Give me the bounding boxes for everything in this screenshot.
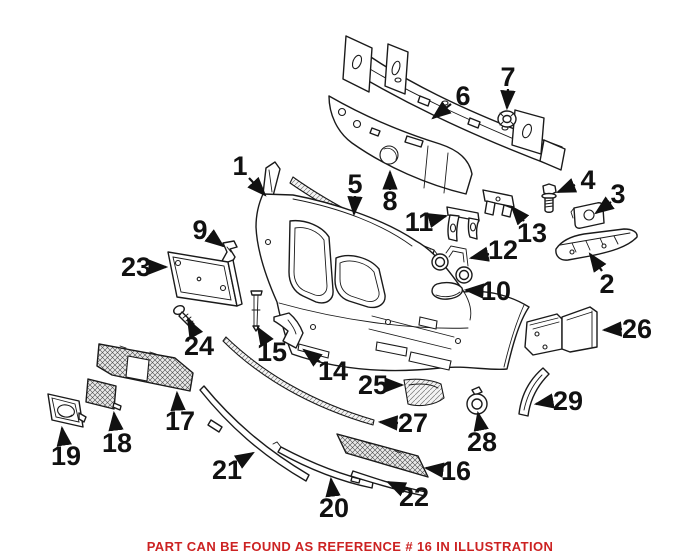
part-14-corner-bracket bbox=[273, 312, 304, 349]
part-label-25: 25 bbox=[358, 370, 388, 400]
leader-arrow-16 bbox=[423, 462, 445, 478]
part-10-washer-cover bbox=[431, 281, 464, 300]
part-8-impact-absorber bbox=[328, 95, 473, 195]
leader-arrow-18 bbox=[108, 410, 124, 432]
leader-arrow-4 bbox=[555, 178, 578, 194]
leader-arrow-3 bbox=[594, 196, 615, 215]
part-label-8: 8 bbox=[382, 186, 397, 216]
leader-arrow-7 bbox=[500, 88, 516, 111]
leader-arrow-17 bbox=[170, 390, 186, 412]
leader-arrow-1 bbox=[247, 176, 267, 197]
part-label-19: 19 bbox=[51, 441, 81, 471]
part-label-29: 29 bbox=[553, 386, 583, 416]
part-16-lower-grille bbox=[336, 433, 429, 478]
part-3-clip-nut bbox=[570, 202, 605, 229]
part-label-21: 21 bbox=[212, 455, 242, 485]
part-4-hex-bolt bbox=[541, 183, 557, 213]
part-12-sensor-holder bbox=[431, 245, 473, 284]
label-layer: 1234567891011121314151617181920212223242… bbox=[51, 62, 652, 523]
illustration-note: PART CAN BE FOUND AS REFERENCE # 16 IN I… bbox=[146, 539, 554, 554]
leader-arrow-2 bbox=[588, 252, 607, 273]
leader-arrow-28 bbox=[473, 410, 489, 432]
part-label-16: 16 bbox=[441, 456, 471, 486]
leader-arrow-13 bbox=[510, 205, 530, 226]
part-6-bumper-carrier bbox=[342, 35, 566, 171]
part-label-27: 27 bbox=[398, 408, 428, 438]
part-label-18: 18 bbox=[102, 428, 132, 458]
part-label-15: 15 bbox=[257, 337, 287, 367]
part-7-grommet bbox=[497, 110, 517, 128]
part-18-side-grille bbox=[85, 378, 122, 411]
leader-arrow-9 bbox=[204, 229, 225, 248]
part-label-1: 1 bbox=[232, 151, 247, 181]
part-label-3: 3 bbox=[610, 179, 625, 209]
part-label-22: 22 bbox=[399, 482, 429, 512]
leader-arrow-5 bbox=[347, 195, 363, 217]
part-label-20: 20 bbox=[319, 493, 349, 523]
leader-arrow-12 bbox=[468, 246, 490, 262]
leader-arrow-11 bbox=[427, 213, 449, 228]
part-1-bumper-cover bbox=[255, 161, 530, 372]
part-label-14: 14 bbox=[318, 356, 348, 386]
part-label-26: 26 bbox=[622, 314, 652, 344]
part-label-17: 17 bbox=[165, 406, 195, 436]
part-21-lower-strip bbox=[199, 385, 310, 482]
part-19-fog-lamp-trim bbox=[47, 393, 87, 428]
leader-arrow-22 bbox=[386, 481, 408, 497]
part-label-7: 7 bbox=[500, 62, 515, 92]
part-label-10: 10 bbox=[481, 276, 511, 306]
part-29-arch-trim bbox=[518, 367, 550, 417]
parts-artwork bbox=[47, 35, 638, 497]
leader-arrow-27 bbox=[377, 415, 399, 431]
part-26-air-duct bbox=[524, 306, 598, 356]
part-28-pdc-sensor bbox=[466, 386, 488, 415]
part-15-mounting-pin bbox=[250, 290, 263, 332]
part-27-trim-strip bbox=[222, 336, 375, 426]
leader-arrow-26 bbox=[601, 321, 623, 337]
part-label-13: 13 bbox=[517, 218, 547, 248]
part-label-24: 24 bbox=[184, 331, 214, 361]
leader-arrow-24 bbox=[186, 318, 204, 340]
part-label-23: 23 bbox=[121, 252, 151, 282]
leader-arrow-6 bbox=[431, 101, 452, 120]
part-25-access-flap bbox=[403, 378, 445, 407]
part-13-bracket bbox=[482, 189, 515, 218]
part-label-4: 4 bbox=[580, 165, 595, 195]
leader-arrow-19 bbox=[56, 425, 72, 447]
part-label-9: 9 bbox=[192, 215, 207, 245]
leader-arrow-10 bbox=[463, 283, 485, 299]
leader-arrow-15 bbox=[256, 326, 274, 348]
part-11-support-bracket bbox=[446, 206, 480, 242]
part-23-license-plate-base bbox=[167, 251, 243, 307]
leader-arrow-20 bbox=[325, 476, 341, 498]
part-17-center-grille bbox=[96, 343, 194, 392]
part-label-11: 11 bbox=[405, 207, 434, 237]
part-2-side-support-rail bbox=[555, 228, 638, 261]
part-label-28: 28 bbox=[467, 427, 497, 457]
part-label-12: 12 bbox=[488, 235, 518, 265]
part-label-2: 2 bbox=[599, 269, 614, 299]
part-label-6: 6 bbox=[455, 81, 470, 111]
part-label-5: 5 bbox=[347, 169, 362, 199]
leader-arrow-21 bbox=[233, 451, 255, 469]
leader-arrow-29 bbox=[533, 393, 555, 409]
leader-arrow-14 bbox=[302, 348, 323, 367]
